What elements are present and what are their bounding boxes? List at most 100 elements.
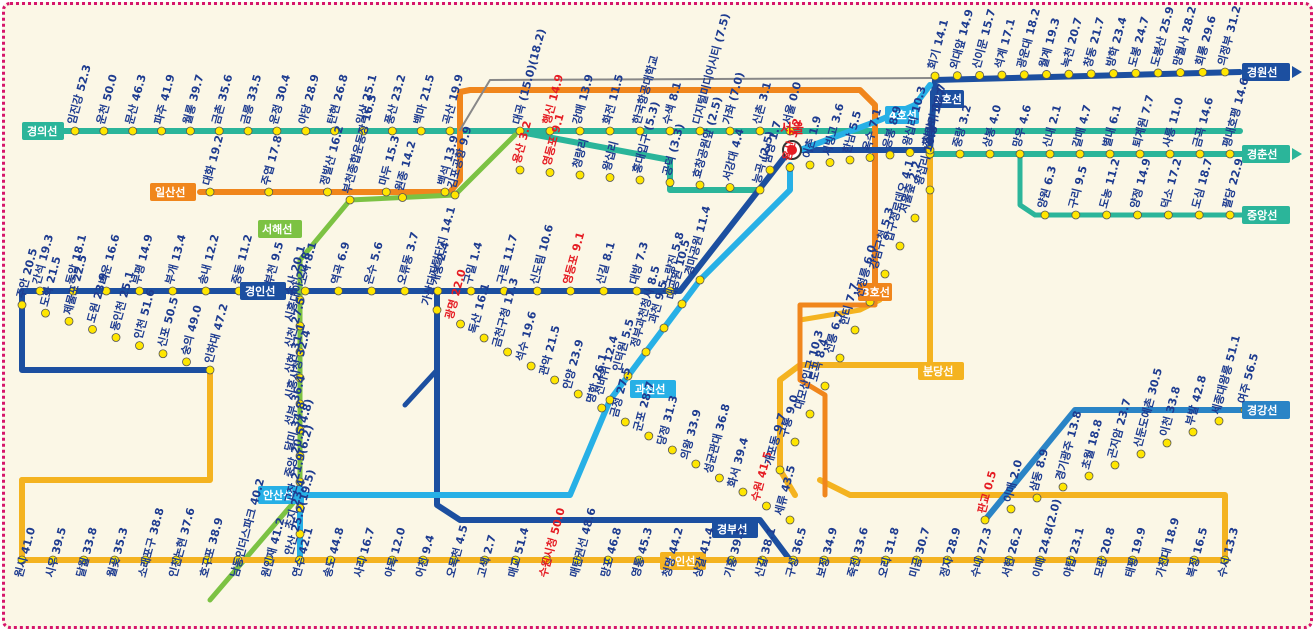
station-dot-suin-24[interactable] <box>757 555 767 565</box>
station-dot-gyeongui_west-5[interactable] <box>214 126 224 136</box>
station-dot-gyeongwon-0[interactable] <box>930 71 940 81</box>
station-dot-gyeongui_west-10[interactable] <box>359 126 368 136</box>
station-dot-suin-20[interactable] <box>634 555 644 565</box>
station-dot-seohae-0[interactable] <box>450 190 460 200</box>
station-dot-gyeongbu-11[interactable] <box>691 459 701 469</box>
station-dot-gyeongin-18[interactable] <box>632 286 642 296</box>
station-dot-gyeongbu-13[interactable] <box>738 487 748 497</box>
station-dot-gyeongin-19[interactable] <box>665 286 675 296</box>
station-dot-gyeonggang-5[interactable] <box>1110 460 1120 470</box>
station-dot-suin-1[interactable] <box>48 555 58 565</box>
station-dot-misc-8[interactable] <box>755 185 765 195</box>
station-dot-suin-12[interactable] <box>387 555 397 565</box>
station-dot-gyeongbu-10[interactable] <box>667 445 677 455</box>
line-label-line4[interactable]: 4호선 <box>885 106 919 124</box>
station-dot-gyeongbu-1[interactable] <box>456 319 465 329</box>
station-dot-gyeongin-4[interactable] <box>168 286 178 296</box>
station-dot-jungang-6[interactable] <box>1225 210 1235 220</box>
station-dot-gyeongui_west-6[interactable] <box>243 126 253 136</box>
station-dot-gyeongin_south-7[interactable] <box>182 357 191 367</box>
station-dot-gyeongui_west-9[interactable] <box>330 126 340 136</box>
station-dot-gyeongwon-8[interactable] <box>1109 69 1118 78</box>
station-dot-gyeongbu-8[interactable] <box>620 417 630 427</box>
station-dot-ansan-0[interactable] <box>295 295 305 305</box>
station-dot-gyeongin_south-0[interactable] <box>17 300 27 310</box>
station-dot-gyeongin-10[interactable] <box>367 286 376 296</box>
station-dot-line1-0[interactable] <box>765 165 775 175</box>
station-dot-ansan-5[interactable] <box>295 425 305 435</box>
station-dot-gyeongbu-0[interactable] <box>432 305 442 315</box>
station-dot-gyeongchun-5[interactable] <box>1075 149 1085 159</box>
station-dot-gyeongin_south-3[interactable] <box>88 324 97 334</box>
station-dot-ilsan-3[interactable] <box>381 187 391 197</box>
station-dot-line1-6[interactable] <box>885 150 895 160</box>
station-dot-suin-3[interactable] <box>110 555 119 565</box>
station-dot-gyeongui_center-7[interactable] <box>725 126 735 136</box>
station-dot-gyeongchun-7[interactable] <box>1135 149 1145 159</box>
station-dot-suin-15[interactable] <box>480 555 490 565</box>
line-label-gyeongwon[interactable]: 경원선 <box>1242 63 1290 81</box>
station-dot-gyeongwon-2[interactable] <box>975 70 985 80</box>
station-dot-bundang-8[interactable] <box>805 409 815 419</box>
station-dot-gyeongui_west-1[interactable] <box>99 126 109 136</box>
station-dot-bundang-5[interactable] <box>850 325 860 335</box>
station-dot-misc-0[interactable] <box>515 165 525 175</box>
station-dot-gyeongbu-14[interactable] <box>762 501 771 511</box>
station-dot-misc-3[interactable] <box>605 173 615 182</box>
station-dot-gyeongin-13[interactable] <box>466 286 476 296</box>
station-dot-gyeongui_center-6[interactable] <box>695 126 705 136</box>
station-dot-bundang-1[interactable] <box>910 213 920 223</box>
station-dot-suin-39[interactable] <box>1220 555 1230 565</box>
station-dot-suin-36[interactable] <box>1128 555 1137 565</box>
station-dot-gyeonggang-7[interactable] <box>1162 438 1172 448</box>
station-dot-seohae-1[interactable] <box>398 193 407 202</box>
station-dot-gyeongwon-11[interactable] <box>1175 68 1185 78</box>
station-dot-ansan-3[interactable] <box>295 373 305 383</box>
station-dot-gyeongin-15[interactable] <box>532 286 542 296</box>
station-dot-gyeongbu-15[interactable] <box>785 515 795 525</box>
station-dot-gwacheon-1[interactable] <box>677 299 687 309</box>
station-dot-gyeongwon-4[interactable] <box>1019 70 1029 80</box>
station-dot-ilsan-0[interactable] <box>205 187 215 197</box>
station-dot-jungang-4[interactable] <box>1163 210 1173 220</box>
station-dot-jungang-3[interactable] <box>1133 210 1142 220</box>
station-dot-misc-4[interactable] <box>635 175 645 185</box>
station-dot-ansan-2[interactable] <box>295 347 305 357</box>
station-dot-misc-7[interactable] <box>725 183 735 192</box>
station-dot-gyeongui_west-2[interactable] <box>128 126 138 136</box>
station-dot-gyeongwon-12[interactable] <box>1198 67 1208 77</box>
station-dot-gyeongui_west-11[interactable] <box>387 126 397 136</box>
station-dot-gyeongwon-3[interactable] <box>997 70 1007 80</box>
station-dot-suin-34[interactable] <box>1066 555 1076 565</box>
station-dot-suin-14[interactable] <box>449 555 459 565</box>
station-dot-gyeongwon-10[interactable] <box>1153 68 1163 78</box>
line-label-gyeongbu[interactable]: 경부선 <box>712 520 758 538</box>
station-dot-gyeongbu-4[interactable] <box>526 361 536 371</box>
station-dot-gyeongbu-5[interactable] <box>550 375 560 385</box>
station-dot-suin-26[interactable] <box>819 555 829 565</box>
station-dot-gwacheon-2[interactable] <box>659 323 669 333</box>
station-dot-suin-37[interactable] <box>1158 555 1168 565</box>
line-label-ansan[interactable]: 안산선 <box>258 486 304 504</box>
station-dot-gyeonggang-0[interactable] <box>980 515 990 525</box>
station-dot-gyeongchun-9[interactable] <box>1195 149 1205 159</box>
station-dot-gyeongchun-10[interactable] <box>1225 149 1235 159</box>
line-label-jungang[interactable]: 중앙선 <box>1242 206 1290 224</box>
station-dot-suin-18[interactable] <box>572 555 582 565</box>
station-dot-suin-25[interactable] <box>788 555 798 565</box>
station-dot-gyeongwon-13[interactable] <box>1220 67 1230 77</box>
station-dot-seohae-2[interactable] <box>345 195 355 205</box>
station-dot-suin-11[interactable] <box>356 555 366 565</box>
station-dot-line1-5[interactable] <box>865 153 875 162</box>
station-dot-gwacheon-5[interactable] <box>605 395 615 405</box>
station-dot-gyeongin-2[interactable] <box>101 286 111 296</box>
station-dot-gyeongbu-3[interactable] <box>503 347 513 357</box>
station-dot-gyeongin-8[interactable] <box>300 286 310 296</box>
station-dot-misc-2[interactable] <box>575 170 585 180</box>
station-dot-suin-23[interactable] <box>727 555 736 565</box>
station-dot-line1-8[interactable] <box>925 145 935 155</box>
station-dot-line1-1[interactable] <box>785 163 795 172</box>
station-dot-gyeongchun-8[interactable] <box>1165 149 1175 159</box>
station-dot-gyeongin-5[interactable] <box>201 286 211 296</box>
station-dot-gyeongbu-9[interactable] <box>644 431 654 441</box>
